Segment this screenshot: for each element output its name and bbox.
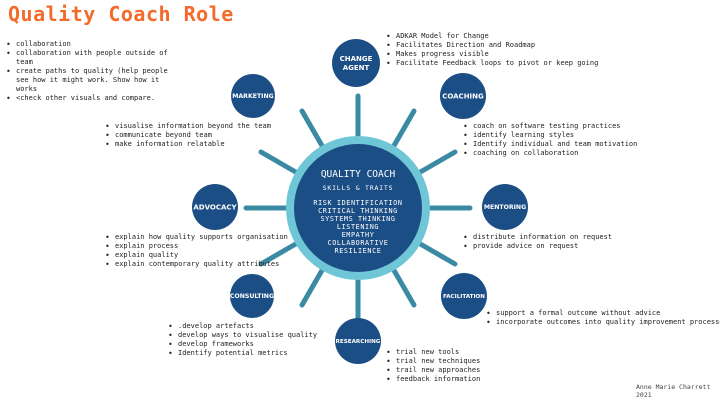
list-item: Identify individual and team motivation	[463, 140, 637, 149]
spoke	[299, 266, 326, 308]
list-item: trail new approaches	[386, 366, 480, 375]
list-item: Makes progress visible	[386, 50, 598, 59]
node-marketing: MARKETING	[231, 74, 275, 118]
center-core	[294, 144, 422, 272]
list-item: feedback information	[386, 375, 480, 384]
list-coaching: coach on software testing practicesident…	[463, 122, 637, 158]
list-item: ADKAR Model for Change	[386, 32, 598, 41]
node-circle	[192, 184, 238, 230]
list-item: coach on software testing practices	[463, 122, 637, 131]
spoke	[390, 266, 417, 308]
list-item: explain quality	[105, 251, 288, 260]
node-circle	[482, 184, 528, 230]
trait-item: COLLABORATIVE	[328, 239, 389, 247]
center-hub: QUALITY COACH SKILLS & TRAITS RISK IDENT…	[286, 136, 430, 280]
list-item: Identify potential metrics	[168, 349, 317, 358]
node-circle	[335, 318, 381, 364]
node-consulting: CONSULTING	[230, 274, 274, 318]
spoke	[390, 108, 417, 150]
list-topleft: collaborationcollaboration with people o…	[6, 40, 181, 103]
list-item: <check other visuals and compare.	[6, 94, 181, 103]
list-item: Facilitate Feedback loops to pivot or ke…	[386, 59, 598, 68]
author-year: 2021	[636, 391, 652, 399]
node-facilitation: FACILITATION	[441, 273, 487, 319]
node-circle	[231, 74, 275, 118]
node-label: CONSULTING	[230, 293, 274, 300]
trait-item: LISTENING	[337, 223, 379, 231]
list-item: create paths to quality (help people see…	[6, 67, 181, 94]
list-item: explain how quality supports organisatio…	[105, 233, 288, 242]
node-label: MARKETING	[232, 93, 274, 100]
trait-item: RISK IDENTIFICATION	[313, 199, 402, 207]
list-item: trial new tools	[386, 348, 480, 357]
list-advocacy: explain how quality supports organisatio…	[105, 233, 288, 269]
list-item: Facilitates Direction and Roadmap	[386, 41, 598, 50]
list-item: explain contemporary quality attributes	[105, 260, 288, 269]
list-item: make information relatable	[105, 140, 271, 149]
node-circle	[332, 39, 380, 87]
node-label: RESEARCHING	[336, 339, 381, 345]
author-credit: Anne Marie Charrett 2021	[636, 383, 710, 399]
list-change-agent: ADKAR Model for ChangeFacilitates Direct…	[386, 32, 598, 68]
list-item: .develop artefacts	[168, 322, 317, 331]
node-circle	[230, 274, 274, 318]
list-item: distribute information on request	[463, 233, 612, 242]
list-item: support a formal outcome without advice	[486, 309, 720, 318]
node-label: FACILITATION	[443, 294, 485, 300]
page-title: Quality Coach Role	[8, 2, 234, 26]
spokes	[243, 93, 473, 323]
list-item: trial new techniques	[386, 357, 480, 366]
spoke	[416, 240, 458, 267]
author-name: Anne Marie Charrett	[636, 383, 711, 391]
list-consulting: .develop artefactsdevelop ways to visual…	[168, 322, 317, 358]
list-item: collaboration with people outside of tea…	[6, 49, 181, 67]
node-label: MENTORING	[484, 204, 526, 211]
list-item: develop frameworks	[168, 340, 317, 349]
list-mentoring: distribute information on requestprovide…	[463, 233, 612, 251]
spoke	[416, 149, 458, 176]
list-item: communicate beyond team	[105, 131, 271, 140]
trait-item: CRITICAL THINKING	[318, 207, 398, 215]
node-circle	[441, 273, 487, 319]
list-marketing: visualise information beyond the teamcom…	[105, 122, 271, 149]
list-item: incorporate outcomes into quality improv…	[486, 318, 720, 327]
node-mentoring: MENTORING	[482, 184, 528, 230]
node-label: ADVOCACY	[193, 203, 237, 211]
list-item: collaboration	[6, 40, 181, 49]
list-item: identify learning styles	[463, 131, 637, 140]
center-title: QUALITY COACH	[321, 169, 396, 180]
list-item: visualise information beyond the team	[105, 122, 271, 131]
center-subtitle: SKILLS & TRAITS	[323, 184, 394, 192]
node-coaching: COACHING	[440, 73, 486, 119]
node-label: CHANGE	[340, 55, 373, 63]
trait-item: SYSTEMS THINKING	[320, 215, 395, 223]
spoke	[299, 108, 326, 150]
list-item: develop ways to visualise quality	[168, 331, 317, 340]
list-item: provide advice on request	[463, 242, 612, 251]
spoke	[258, 149, 300, 176]
node-researching: RESEARCHING	[335, 318, 381, 364]
list-item: explain process	[105, 242, 288, 251]
list-researching: trial new toolstrial new techniquestrail…	[386, 348, 480, 384]
node-advocacy: ADVOCACY	[192, 184, 238, 230]
node-label: AGENT	[343, 64, 370, 72]
node-label: COACHING	[442, 92, 484, 100]
node-circle	[440, 73, 486, 119]
list-facilitation: support a formal outcome without advicei…	[486, 309, 720, 327]
trait-item: RESILIENCE	[335, 247, 382, 255]
trait-item: EMPATHY	[342, 231, 375, 239]
list-item: coaching on collaboration	[463, 149, 637, 158]
